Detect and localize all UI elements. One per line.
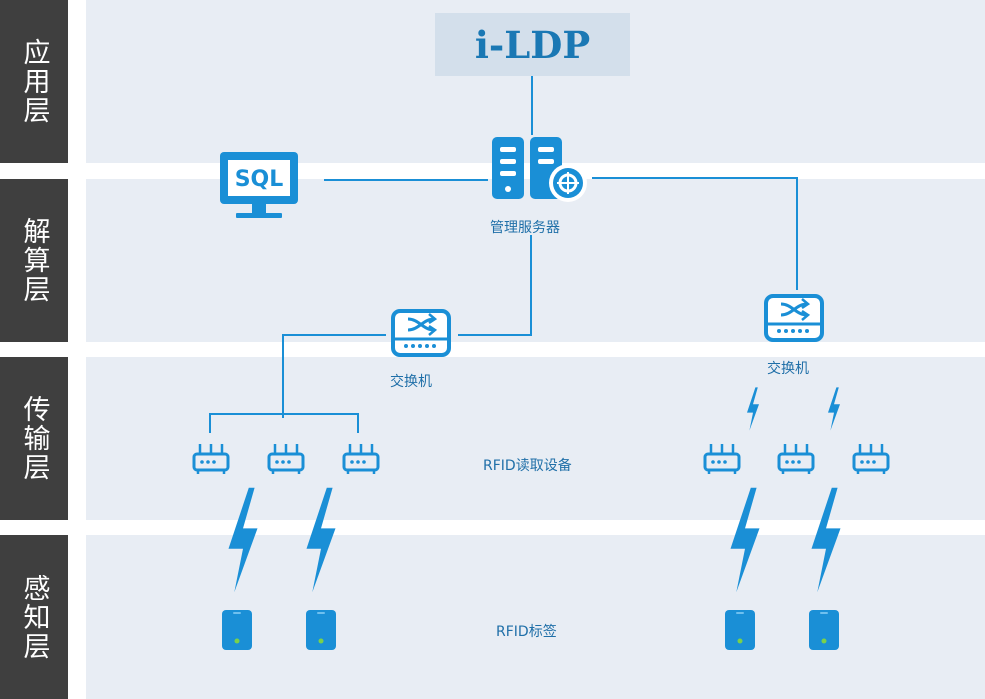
layer-label-transmission: 传输层 — [0, 357, 68, 520]
wireless-bolt-icon — [228, 487, 258, 593]
reader-icon — [192, 442, 230, 476]
computation-band — [86, 179, 985, 342]
sql-text: SQL — [235, 167, 284, 192]
wireless-bolt-icon — [730, 487, 760, 593]
reader-icon — [777, 442, 815, 476]
layer-label-application: 应用层 — [0, 0, 68, 163]
sql-monitor-icon: SQL — [220, 152, 298, 218]
rfid-tag-icon — [725, 610, 755, 650]
link-server-right-switch — [592, 177, 798, 290]
rfid-tag-icon — [306, 610, 336, 650]
reader-bus — [209, 413, 359, 433]
switch-right-label: 交换机 — [767, 361, 809, 377]
tag-label: RFID标签 — [496, 624, 557, 640]
switch-right-icon — [764, 294, 824, 342]
layer-label-perception: 感知层 — [0, 535, 68, 699]
server-label: 管理服务器 — [490, 220, 560, 236]
switch-left-icon — [391, 309, 451, 357]
wireless-bolt-icon — [747, 387, 759, 431]
server-icon — [492, 137, 587, 202]
reader-icon — [852, 442, 890, 476]
switch-left-label: 交换机 — [390, 374, 432, 390]
link-server-left-switch — [458, 235, 532, 336]
reader-icon — [703, 442, 741, 476]
wireless-bolt-icon — [811, 487, 841, 593]
reader-icon — [267, 442, 305, 476]
link-left-switch-bus — [282, 334, 386, 418]
reader-icon — [342, 442, 380, 476]
wireless-bolt-icon — [306, 487, 336, 593]
app-title: i-LDP — [474, 22, 591, 67]
rfid-tag-icon — [809, 610, 839, 650]
wireless-bolt-icon — [828, 387, 840, 431]
layer-label-computation: 解算层 — [0, 179, 68, 342]
reader-label: RFID读取设备 — [483, 458, 572, 474]
app-title-box: i-LDP — [435, 13, 630, 76]
rfid-tag-icon — [222, 610, 252, 650]
